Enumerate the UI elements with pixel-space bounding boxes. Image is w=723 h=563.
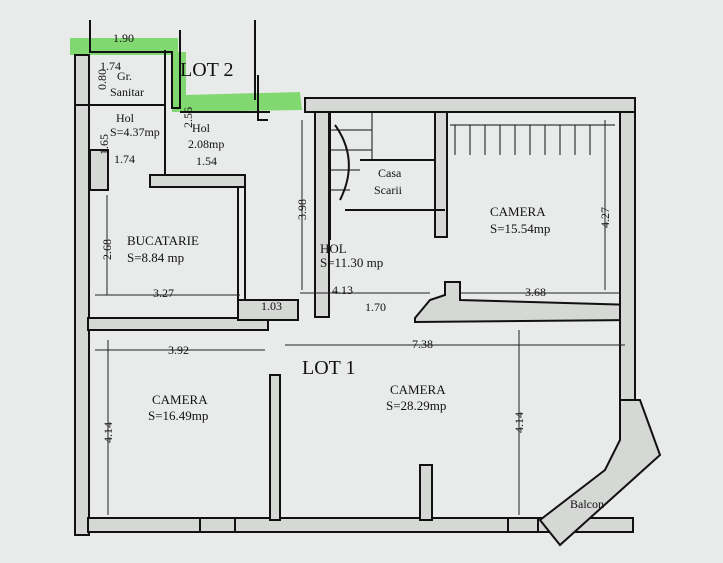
dim-1-74: 1.74: [114, 152, 135, 166]
gr-sanitar-label: Gr.: [117, 69, 132, 83]
hol-main-area: S=11.30 mp: [320, 255, 383, 270]
dim-2-56: 2.56: [181, 107, 195, 128]
bucatarie-area: S=8.84 mp: [127, 250, 184, 265]
casa-scarii-label-2: Scarii: [374, 183, 403, 197]
lot2-label: LOT 2: [180, 59, 234, 81]
hol-main-name: HOL: [320, 241, 347, 256]
camera-sw-area: S=16.49mp: [148, 408, 208, 423]
dim-1-65: 1.65: [97, 134, 111, 155]
dimension-lines: [95, 120, 625, 515]
camera-ne-name: CAMERA: [490, 204, 546, 219]
dim-1-90: 1.90: [113, 31, 134, 45]
labels: 1.90 1.74 0.80 Gr. Sanitar LOT 2 2.56 Ho…: [95, 31, 612, 511]
gr-sanitar-label-2: Sanitar: [110, 85, 144, 99]
hol1-area: S=4.37mp: [110, 125, 160, 139]
lot2-highlight: [70, 38, 302, 112]
inner-lines: [75, 20, 445, 300]
hol1-name: Hol: [116, 111, 135, 125]
dim-3-68: 3.68: [525, 285, 546, 299]
walls: [74, 54, 662, 547]
hol2-area: 2.08mp: [188, 137, 224, 151]
dim-1-03: 1.03: [261, 299, 282, 313]
lot1-label: LOT 1: [302, 357, 356, 379]
dim-7-38: 7.38: [412, 337, 433, 351]
dim-0-80: 0.80: [95, 69, 109, 90]
bucatarie-name: BUCATARIE: [127, 233, 199, 248]
dim-1-70: 1.70: [365, 300, 386, 314]
camera-se-name: CAMERA: [390, 382, 446, 397]
dim-1-74-top: 1.74: [100, 59, 121, 73]
dim-1-54: 1.54: [196, 154, 217, 168]
dim-4-14-right: 4.14: [512, 412, 526, 433]
balcon-label: Balcon: [570, 497, 604, 511]
dim-3-92: 3.92: [168, 343, 189, 357]
dim-3-27: 3.27: [153, 286, 174, 300]
camera-ne-area: S=15.54mp: [490, 221, 550, 236]
hol2-name: Hol: [192, 121, 211, 135]
dim-4-27: 4.27: [598, 207, 612, 228]
casa-scarii-label: Casa: [378, 166, 402, 180]
dim-4-13: 4.13: [332, 283, 353, 297]
stairs: [330, 112, 615, 191]
dim-2-68: 2.68: [100, 239, 114, 260]
dim-4-14-left: 4.14: [101, 422, 115, 443]
camera-sw-name: CAMERA: [152, 392, 208, 407]
dim-3-98: 3.98: [295, 199, 309, 220]
camera-se-area: S=28.29mp: [386, 398, 446, 413]
